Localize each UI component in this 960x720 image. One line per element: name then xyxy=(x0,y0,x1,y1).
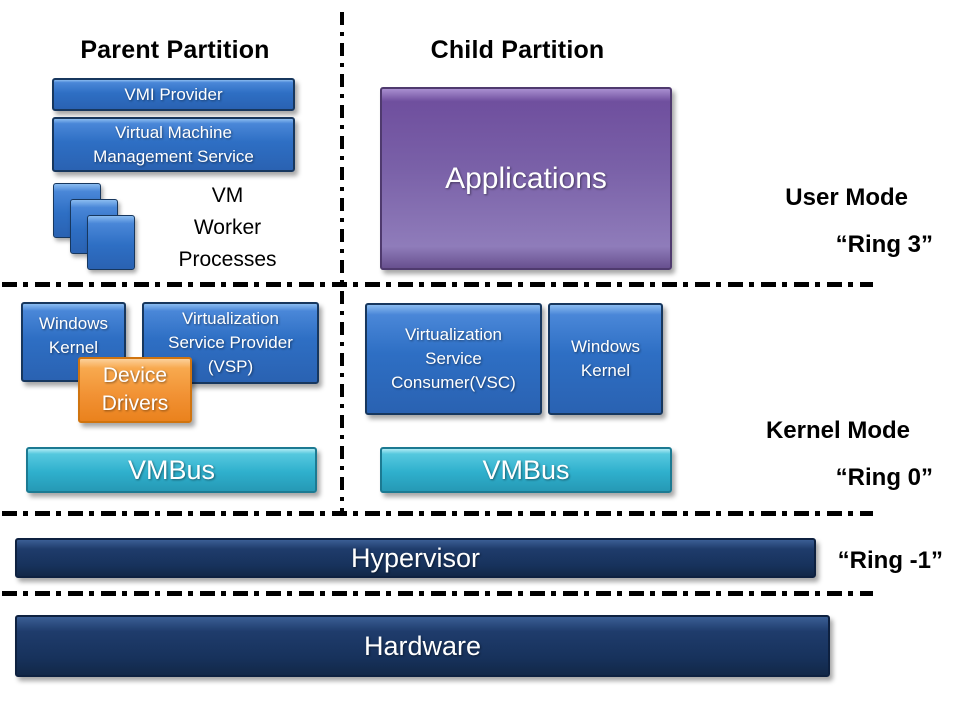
vmi-provider-box: VMI Provider xyxy=(52,78,295,111)
vm-worker-processes-caption: VM Worker Processes xyxy=(150,180,305,276)
vsp-line2: Service Provider xyxy=(168,333,293,352)
child-partition-header: Child Partition xyxy=(430,36,605,64)
applications-box: Applications xyxy=(380,87,672,270)
kernel-mode-label: Kernel Mode xyxy=(765,417,910,444)
kernel-hypervisor-divider-line xyxy=(2,511,873,516)
parent-vmbus-label: VMBus xyxy=(127,455,216,485)
child-windows-kernel-box: Windows Kernel xyxy=(548,303,663,415)
child-vmbus-box: VMBus xyxy=(380,447,672,493)
hypervisor-bar: Hypervisor xyxy=(15,538,816,578)
vsp-line1: Virtualization xyxy=(181,309,280,328)
user-mode-label: User Mode xyxy=(785,184,908,211)
vm-worker-line3: Processes xyxy=(178,248,277,271)
parent-vmbus-box: VMBus xyxy=(26,447,317,493)
partition-divider-line xyxy=(340,12,344,512)
vm-management-service-box: Virtual Machine Management Service xyxy=(52,117,295,172)
parent-windows-kernel-line1: Windows xyxy=(39,314,108,333)
hypervisor-label: Hypervisor xyxy=(350,543,481,573)
device-drivers-line2: Drivers xyxy=(101,392,169,415)
hardware-bar: Hardware xyxy=(15,615,830,677)
vsc-line1: Virtualization xyxy=(404,325,503,344)
ring3-label: “Ring 3” xyxy=(835,231,933,258)
vmi-provider-label: VMI Provider xyxy=(124,84,223,104)
vsc-line2: Service xyxy=(425,349,482,368)
device-drivers-box: Device Drivers xyxy=(78,357,192,423)
vm-worker-stack-icon xyxy=(87,215,135,270)
vsp-line3: (VSP) xyxy=(207,357,254,376)
user-kernel-divider-line xyxy=(2,282,873,287)
device-drivers-line1: Device xyxy=(102,364,168,387)
ring-minus1-label: “Ring -1” xyxy=(837,547,943,574)
vm-worker-line2: Worker xyxy=(193,216,262,239)
vm-worker-line1: VM xyxy=(211,184,244,207)
applications-label: Applications xyxy=(445,161,607,195)
child-windows-kernel-line2: Kernel xyxy=(580,361,631,380)
vsc-box: Virtualization Service Consumer(VSC) xyxy=(365,303,542,415)
parent-partition-header: Parent Partition xyxy=(80,36,270,64)
vmms-label-line2: Management Service xyxy=(93,146,254,166)
hypervisor-hardware-divider-line xyxy=(2,591,873,596)
vmms-label-line1: Virtual Machine xyxy=(115,122,232,142)
child-windows-kernel-line1: Windows xyxy=(571,337,640,356)
ring0-label: “Ring 0” xyxy=(835,464,933,491)
vsp-box: Virtualization Service Provider (VSP) xyxy=(142,302,319,384)
parent-windows-kernel-line2: Kernel xyxy=(48,338,99,357)
vsc-line3: Consumer(VSC) xyxy=(391,373,516,392)
child-vmbus-label: VMBus xyxy=(482,455,570,485)
hardware-label: Hardware xyxy=(363,631,482,661)
